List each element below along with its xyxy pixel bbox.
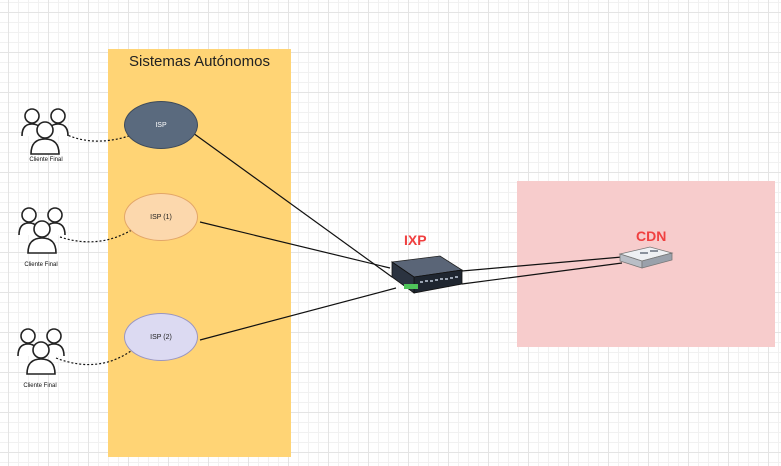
link-isp2-ixp xyxy=(199,287,397,341)
isp-2-node[interactable]: ISP (2) xyxy=(124,313,198,361)
autonomous-systems-title: Sistemas Autónomos xyxy=(129,53,270,70)
isp-1-node[interactable]: ISP (1) xyxy=(124,193,198,241)
ixp-label: IXP xyxy=(404,232,427,248)
isp-1-label: ISP (1) xyxy=(150,213,172,221)
cdn-label: CDN xyxy=(636,228,667,244)
link-isp-ixp xyxy=(192,132,393,278)
link-isp1-ixp xyxy=(199,221,391,269)
link-client3-isp2 xyxy=(55,347,136,366)
client-3-label: Cliente Final xyxy=(23,383,57,389)
link-ixp-cdn-2 xyxy=(461,262,623,285)
client-2-label: Cliente Final xyxy=(24,262,58,268)
isp-label: ISP xyxy=(155,121,167,129)
client-1-label: Cliente Final xyxy=(29,157,63,163)
isp-node[interactable]: ISP xyxy=(124,101,198,149)
link-ixp-cdn-1 xyxy=(461,256,623,272)
isp-2-label: ISP (2) xyxy=(150,333,172,341)
link-client1-isp xyxy=(57,129,136,142)
